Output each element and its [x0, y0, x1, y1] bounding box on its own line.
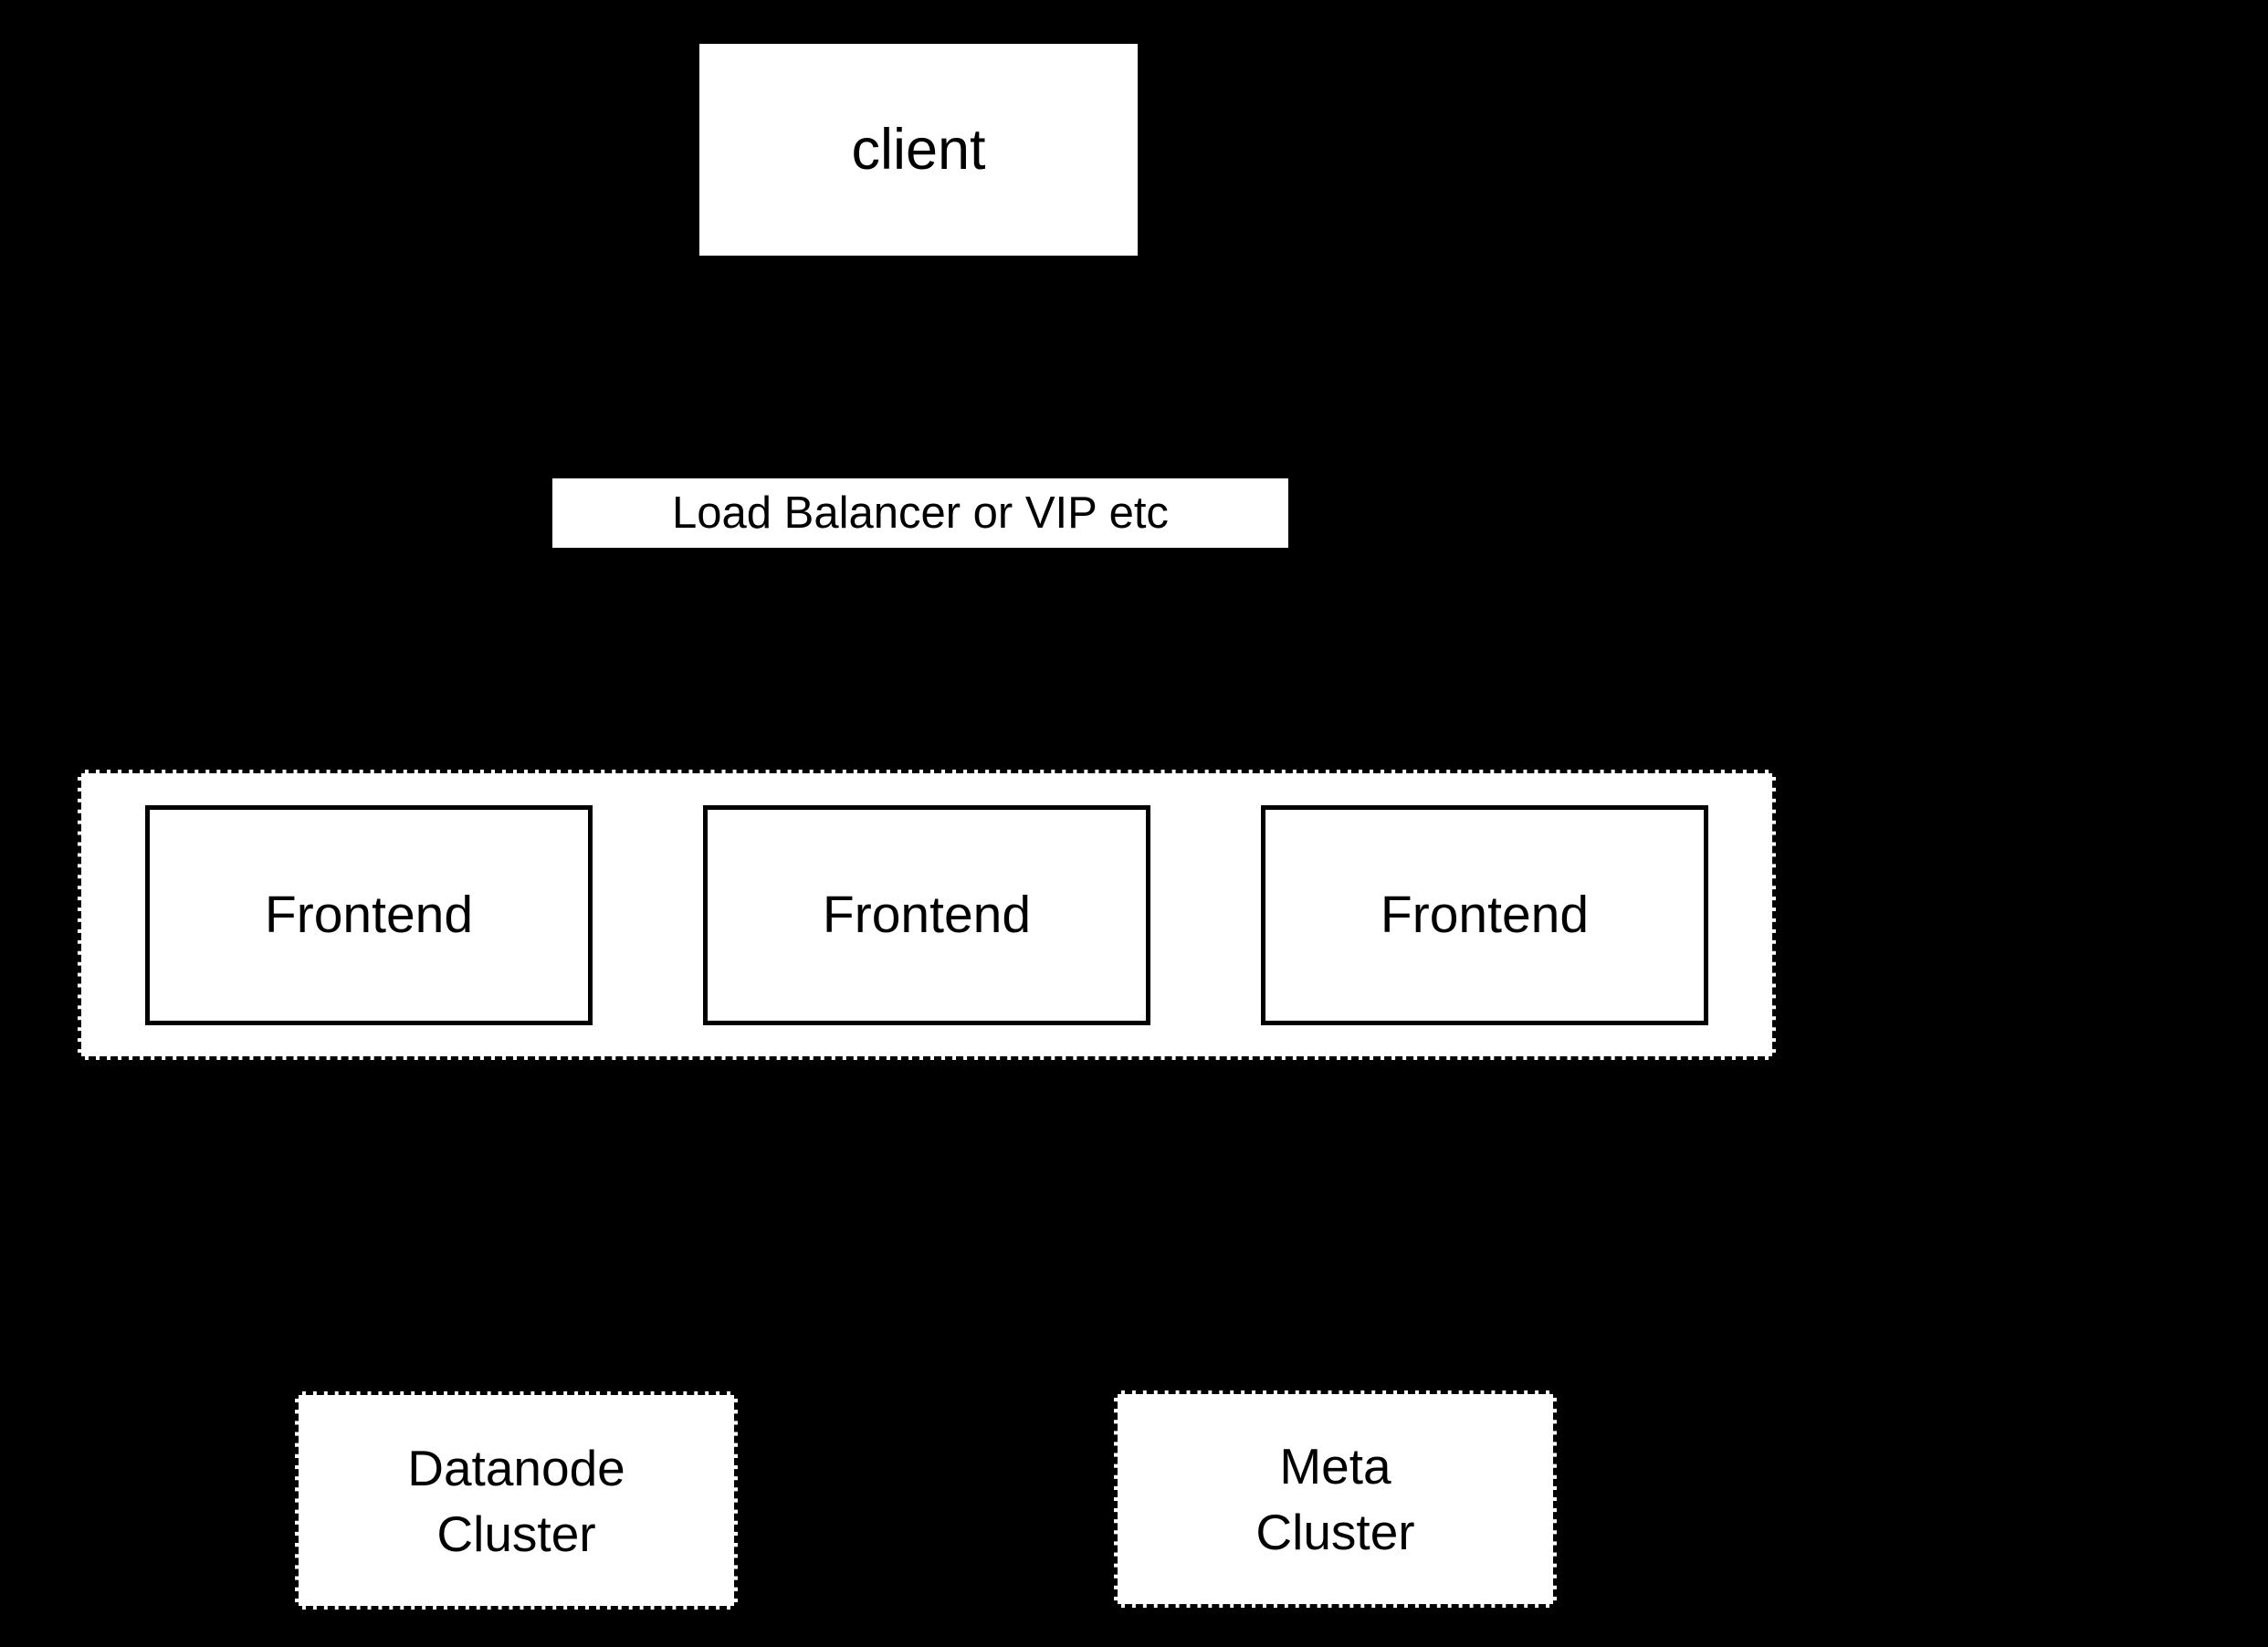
frontend-node-3: Frontend: [1261, 804, 1708, 1025]
meta-cluster-label-line1: Meta: [1279, 1438, 1391, 1495]
frontend-node-2: Frontend: [703, 804, 1150, 1025]
datanode-cluster-label-line1: Datanode: [407, 1439, 625, 1496]
meta-cluster-label-line2: Cluster: [1255, 1504, 1415, 1560]
load-balancer-node: Load Balancer or VIP etc: [552, 478, 1288, 548]
frontend-node-3-label: Frontend: [1380, 886, 1590, 944]
frontend-node-1-label: Frontend: [264, 886, 474, 944]
load-balancer-node-label: Load Balancer or VIP etc: [672, 488, 1169, 538]
frontend-cluster-container: Frontend Frontend Frontend: [78, 770, 1776, 1060]
client-node: client: [699, 44, 1138, 256]
frontend-node-2-label: Frontend: [822, 886, 1032, 944]
client-node-label: client: [851, 118, 986, 182]
datanode-cluster-label-line2: Cluster: [436, 1505, 596, 1562]
datanode-cluster-node: Datanode Cluster: [295, 1391, 738, 1610]
meta-cluster-node: Meta Cluster: [1114, 1390, 1557, 1608]
frontend-node-1: Frontend: [145, 804, 593, 1025]
